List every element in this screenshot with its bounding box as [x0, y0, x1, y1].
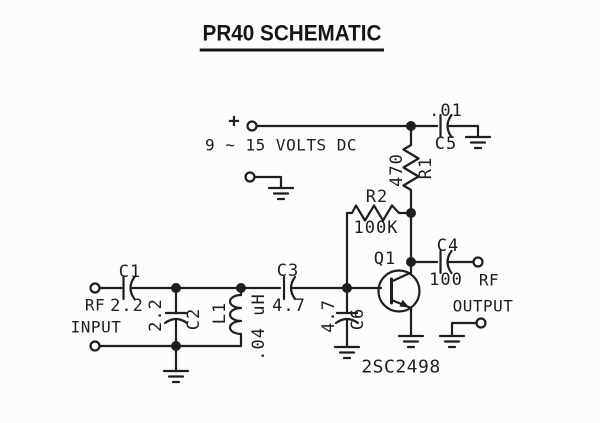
c4-ref-label: C4 — [436, 236, 460, 256]
capacitor-c3 — [282, 275, 297, 301]
junction-dots — [171, 121, 416, 351]
supply-plus-sign: + — [228, 110, 240, 132]
c6-value-label: 4.7 — [319, 299, 339, 333]
c2-ref-label: C2 — [184, 307, 204, 331]
ground-symbol-supply — [267, 186, 295, 201]
ground-symbol-c6 — [333, 345, 361, 360]
q1-ref-label: Q1 — [373, 249, 397, 269]
bottom-row-wire — [98, 332, 243, 373]
c1-value-label: 2.2 — [110, 296, 144, 316]
r2-ref-label: R2 — [365, 187, 389, 207]
c3-value-label: 4.7 — [272, 296, 306, 316]
rf-input-label-line1: RF — [84, 295, 106, 315]
c5-ref-label: C5 — [434, 134, 458, 154]
c4-value-label: 100 — [429, 270, 463, 290]
r1-value-label: 470 — [387, 153, 407, 187]
ground-symbol-c5 — [464, 135, 492, 150]
capacitor-c5 — [439, 113, 480, 139]
c2-value-label: 2.2 — [146, 298, 166, 332]
ground-symbol-input — [162, 369, 190, 384]
c3-ref-label: C3 — [276, 261, 300, 281]
rf-output-label-line1: RF — [478, 270, 500, 290]
l1-ref-label: L1 — [210, 301, 230, 325]
l1-value-label: .04 uH — [249, 293, 269, 361]
supply-terminals — [244, 120, 283, 190]
input-terminals — [89, 282, 101, 352]
r2-value-label: 100K — [353, 218, 399, 238]
resistor-r2 — [345, 204, 413, 290]
r1-ref-label: R1 — [416, 156, 436, 180]
output-ground-terminal — [450, 317, 487, 338]
resistor-r1 — [402, 124, 420, 264]
c6-ref-label: C6 — [348, 307, 368, 331]
rf-input-label-line2: INPUT — [70, 317, 122, 337]
q1-part-number-label: 2SC2498 — [361, 356, 441, 378]
capacitor-c1 — [122, 275, 136, 301]
transistor-q1 — [377, 260, 421, 338]
supply-voltage-label: 9 ~ 15 VOLTS DC — [205, 135, 357, 155]
c1-ref-label: C1 — [118, 262, 142, 282]
ground-symbol-output — [438, 334, 466, 349]
inductor-l1 — [228, 286, 243, 336]
page-title: PR40 SCHEMATIC — [199, 21, 385, 52]
ground-symbol-emitter — [397, 334, 425, 349]
c5-value-label: .01 — [429, 101, 463, 121]
rf-output-label-line2: OUTPUT — [452, 296, 514, 316]
